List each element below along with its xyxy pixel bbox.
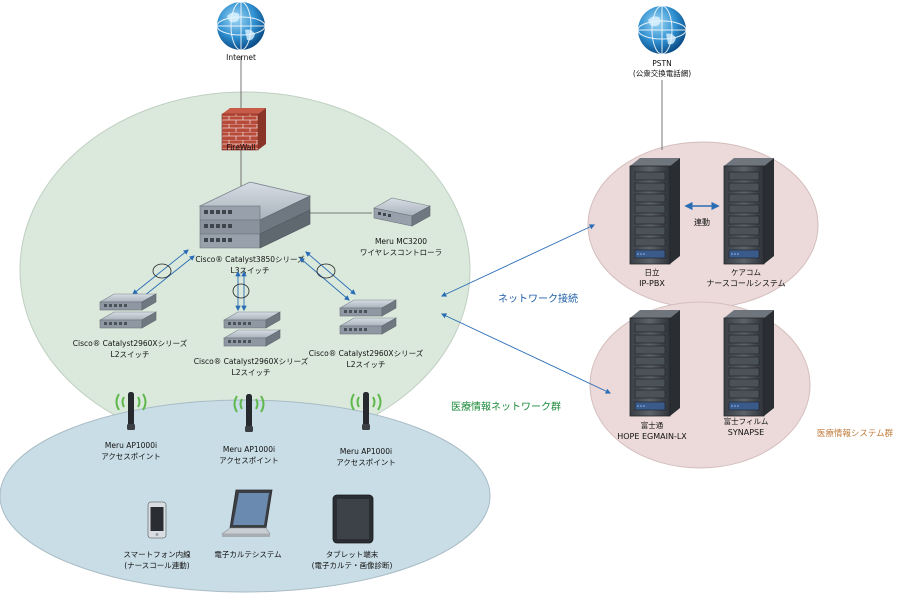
tablet-sub-label: (電子カルテ・画像診断) [312, 560, 393, 570]
internet-globe-icon [216, 1, 266, 51]
smartphone-sub-label: (ナースコール連動) [124, 560, 190, 570]
firewall-icon [221, 108, 266, 151]
lag-links [132, 249, 356, 312]
controller-label: Meru MC3200 [375, 237, 427, 246]
tablet-icon [332, 494, 374, 544]
firewall-label: FireWall [226, 143, 255, 152]
synapse-sub-label: SYNAPSE [728, 428, 764, 437]
hope-label: 富士通 [641, 420, 664, 430]
wired-links [240, 56, 663, 214]
l2-switch-left-label: Cisco® Catalyst2960Xシリーズ [73, 338, 188, 348]
l2-switch-mid-sub-label: L2スイッチ [232, 368, 271, 377]
core-switch-label: Cisco® Catalyst3850シリーズ [195, 254, 305, 264]
internet-label: Internet [226, 53, 256, 62]
lag-ellipses [152, 263, 336, 299]
wireless-controller-icon [373, 197, 431, 227]
pstn-label: PSTN [652, 59, 671, 68]
pbx-sub-label: IP-PBX [639, 279, 665, 288]
nursecall-sub-label: ナースコールシステム [706, 279, 785, 288]
core-switch-sub-label: L3スイッチ [231, 266, 270, 275]
laptop-label: 電子カルテシステム [214, 550, 281, 559]
ap-right-label: Meru AP1000i [340, 447, 392, 456]
smartphone-label: スマートフォン内線 [123, 549, 191, 559]
laptop-icon [221, 489, 273, 537]
pbx-label: 日立 [645, 267, 660, 277]
l2-switch-mid-label: Cisco® Catalyst2960Xシリーズ [194, 356, 309, 366]
synapse-label: 富士フィルム [724, 416, 769, 426]
integration-label: 連動 [694, 217, 710, 227]
synapse-server-icon [723, 309, 775, 417]
nursecall-label: ケアコム [731, 268, 761, 277]
medical-system-group-caption: 医療情報システム群 [817, 428, 894, 439]
ap-right-sub-label: アクセスポイント [336, 458, 396, 467]
ip-pbx-server-icon [629, 157, 681, 265]
nursecall-server-icon [723, 157, 775, 265]
core-switch-icon [198, 181, 312, 249]
network-connection-arrows [441, 224, 611, 394]
pstn-sub-label: (公衆交換電話網) [633, 68, 691, 78]
controller-sub-label: ワイヤレスコントローラ [360, 248, 442, 257]
medical-system-zone [589, 301, 811, 469]
hope-sub-label: HOPE EGMAIN-LX [617, 432, 687, 441]
l2-switch-right-label: Cisco® Catalyst2960Xシリーズ [309, 348, 424, 358]
l2-switch-right-sub-label: L2スイッチ [347, 360, 386, 369]
l2-switch-left-sub-label: L2スイッチ [111, 350, 150, 359]
smartphone-icon [147, 501, 167, 539]
hope-server-icon [629, 309, 681, 417]
ap-left-label: Meru AP1000i [105, 441, 157, 450]
pstn-globe-icon [637, 5, 687, 55]
ap-mid-sub-label: アクセスポイント [219, 456, 279, 465]
medical-network-group-caption: 医療情報ネットワーク群 [451, 400, 561, 413]
ap-mid-label: Meru AP1000i [223, 445, 275, 454]
network-connection-caption: ネットワーク接続 [498, 292, 578, 305]
tablet-label: タブレット端末 [326, 549, 379, 559]
ap-left-sub-label: アクセスポイント [101, 452, 161, 461]
